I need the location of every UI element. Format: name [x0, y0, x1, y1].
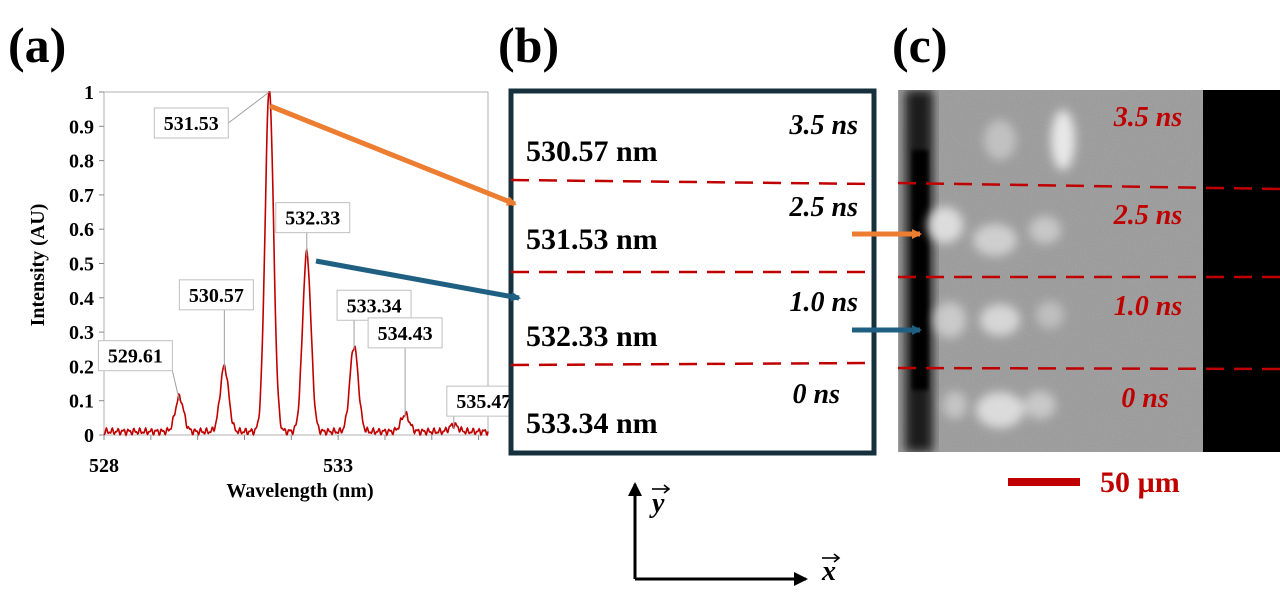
- row-wavelength: 530.57 nm: [526, 135, 658, 168]
- x-axis-symbol: x: [821, 556, 836, 587]
- peak-label: 535.47: [456, 391, 511, 413]
- peak-leader: [171, 370, 180, 401]
- time-label: 1.0 ns: [1114, 291, 1183, 322]
- time-label: 2.5 ns: [1113, 200, 1183, 231]
- peak-label-box: [178, 279, 254, 311]
- panel-b-box: 530.57 nm 3.5 ns 531.53 nm 2.5 ns 532.33…: [508, 88, 877, 456]
- peak-label: 534.43: [378, 323, 433, 345]
- blue-arrow: [315, 258, 521, 302]
- x-tick-label: 533: [323, 455, 353, 477]
- peak-label: 530.57: [189, 285, 244, 307]
- time-label: 0 ns: [1121, 383, 1169, 414]
- y-tick-label: 0.6: [69, 219, 94, 241]
- peak-label: 529.61: [108, 346, 163, 368]
- y-tick-label: 0.3: [69, 322, 94, 344]
- peak-label: 532.33: [285, 208, 340, 230]
- divider-line: [510, 178, 875, 186]
- peak-label: 531.53: [164, 113, 219, 135]
- panel-a-label: (a): [8, 17, 67, 73]
- y-tick-label: 0.9: [69, 116, 94, 138]
- y-tick-label: 0.2: [69, 356, 94, 378]
- peak-label-box: [367, 317, 443, 349]
- peak-label: 533.34: [347, 295, 402, 317]
- orange-arrow: [269, 103, 517, 207]
- y-tick-label: 0.4: [69, 288, 94, 310]
- panel-b-label: (b): [498, 17, 560, 73]
- peak-label-box: [97, 340, 173, 372]
- shadowgraph-image: [898, 90, 1280, 452]
- row-time: 0 ns: [793, 379, 841, 410]
- row-wavelength: 533.34 nm: [526, 407, 658, 440]
- panel-c-label: (c): [892, 17, 948, 73]
- spectrum-chart: 0 0.1 0.2 0.3 0.4 0.5 0.6 0.7 0.8 0.9 1 528 533 529…: [27, 82, 522, 502]
- row-wavelength: 531.53 nm: [526, 223, 658, 256]
- peak-label-box: [275, 202, 351, 234]
- divider-line: [510, 361, 875, 367]
- plot-frame: [103, 91, 489, 436]
- y-tick-label: 0.8: [69, 151, 94, 173]
- peak-label-box: [336, 289, 412, 321]
- row-wavelength: 532.33 nm: [526, 320, 658, 353]
- row-time: 3.5 ns: [789, 110, 859, 141]
- y-axis-label: Intensity (AU): [27, 204, 49, 327]
- x-vector-bar: [833, 553, 841, 563]
- y-axis-symbol: y: [649, 488, 665, 519]
- row-time: 1.0 ns: [790, 287, 859, 318]
- time-label: 3.5 ns: [1113, 102, 1183, 133]
- x-tick-label: 528: [89, 455, 119, 477]
- y-tick-label: 0.5: [69, 254, 94, 276]
- y-vector-bar: [663, 484, 671, 494]
- scale-bar-label: 50 µm: [1100, 466, 1180, 499]
- y-tick-label: 0: [84, 425, 94, 447]
- y-tick-label: 1: [84, 82, 94, 104]
- spectrum-line: [103, 91, 489, 437]
- axes-indicator: y x: [628, 482, 841, 587]
- y-tick-label: 0.1: [69, 391, 94, 413]
- y-tick-label: 0.7: [69, 185, 94, 207]
- row-time: 2.5 ns: [789, 192, 859, 223]
- x-axis-label: Wavelength (nm): [226, 480, 373, 502]
- peak-leader: [228, 91, 270, 124]
- divider-line: [898, 181, 1280, 191]
- image-dark-region: [1203, 90, 1280, 452]
- divider-line: [898, 366, 1280, 371]
- peak-label-box: [446, 385, 522, 417]
- peak-label-box: [153, 107, 229, 139]
